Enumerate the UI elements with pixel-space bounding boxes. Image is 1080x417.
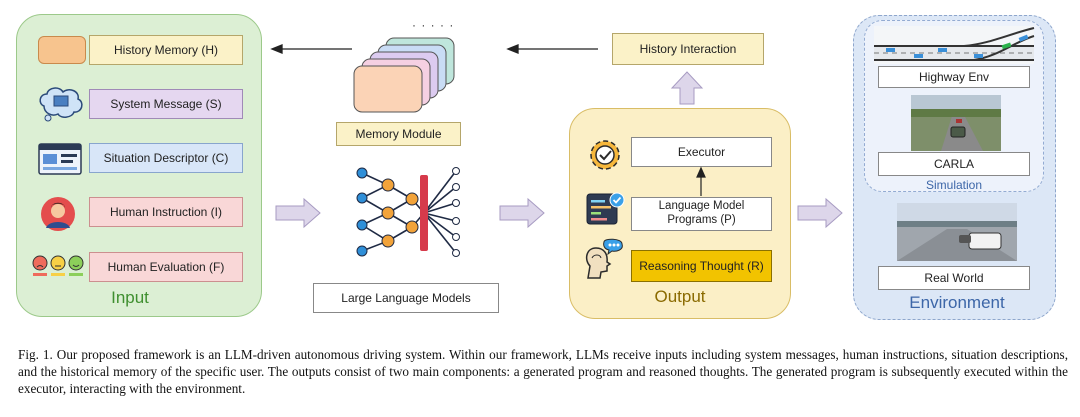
arrow-input-to-llm [275, 197, 321, 229]
reasoning-thought-box: Reasoning Thought (R) [631, 250, 772, 282]
history-memory-icon [38, 36, 86, 64]
carla-image [911, 95, 1001, 151]
llm-label: Large Language Models [341, 290, 471, 305]
arrow-history-to-memory [506, 44, 598, 54]
brain-icon [36, 84, 86, 124]
simulation-title: Simulation [925, 178, 983, 192]
programs-label-line2: Programs (P) [667, 214, 736, 226]
executor-box: Executor [631, 137, 772, 167]
arrow-llm-to-output [499, 197, 545, 229]
memory-module-box: Memory Module [336, 122, 461, 146]
highway-env-image [874, 26, 1035, 64]
arrow-output-to-history [670, 71, 704, 105]
dashboard-icon [38, 143, 82, 175]
situation-descriptor-box: Situation Descriptor (C) [89, 143, 243, 173]
emoji-rating-icon [32, 254, 84, 278]
memory-module-label: Memory Module [355, 126, 442, 141]
history-memory-box: History Memory (H) [89, 35, 243, 65]
human-evaluation-label: Human Evaluation (F) [107, 259, 225, 274]
executor-label: Executor [677, 144, 726, 159]
human-evaluation-box: Human Evaluation (F) [89, 252, 243, 282]
reasoning-thought-label: Reasoning Thought (R) [639, 258, 764, 273]
neural-network-svg [356, 167, 460, 257]
arrow-memory-to-input [270, 44, 352, 54]
input-title: Input [111, 288, 149, 307]
llm-box: Large Language Models [313, 283, 499, 313]
real-world-image [897, 203, 1017, 261]
environment-title: Environment [909, 293, 1005, 312]
carla-label: CARLA [933, 156, 974, 171]
history-interaction-label: History Interaction [639, 41, 737, 56]
memory-stack-icon [352, 36, 462, 113]
situation-descriptor-label: Situation Descriptor (C) [103, 150, 229, 165]
output-title: Output [654, 287, 706, 306]
language-model-programs-box: Language Model Programs (P) [631, 197, 772, 231]
human-instruction-label: Human Instruction (I) [109, 204, 223, 219]
gear-check-icon [586, 136, 624, 174]
programs-label-line1: Language Model [658, 200, 745, 213]
human-instruction-box: Human Instruction (I) [89, 197, 243, 227]
real-world-label: Real World [924, 270, 984, 285]
carla-box: CARLA [878, 152, 1030, 176]
real-world-box: Real World [878, 266, 1030, 290]
person-icon [40, 196, 76, 232]
highway-env-box: Highway Env [878, 66, 1030, 88]
system-message-label: System Message (S) [110, 96, 222, 111]
thinking-head-icon [582, 238, 626, 280]
system-message-box: System Message (S) [89, 89, 243, 119]
arrow-output-to-environment [797, 197, 843, 229]
memory-dots: · · · · · [412, 18, 455, 32]
figure-caption: Fig. 1. Our proposed framework is an LLM… [18, 347, 1068, 396]
history-memory-label: History Memory (H) [114, 42, 218, 57]
neural-network-icon [352, 163, 464, 263]
history-interaction-box: History Interaction [612, 33, 764, 65]
highway-env-label: Highway Env [918, 69, 990, 84]
code-check-icon [586, 191, 626, 227]
